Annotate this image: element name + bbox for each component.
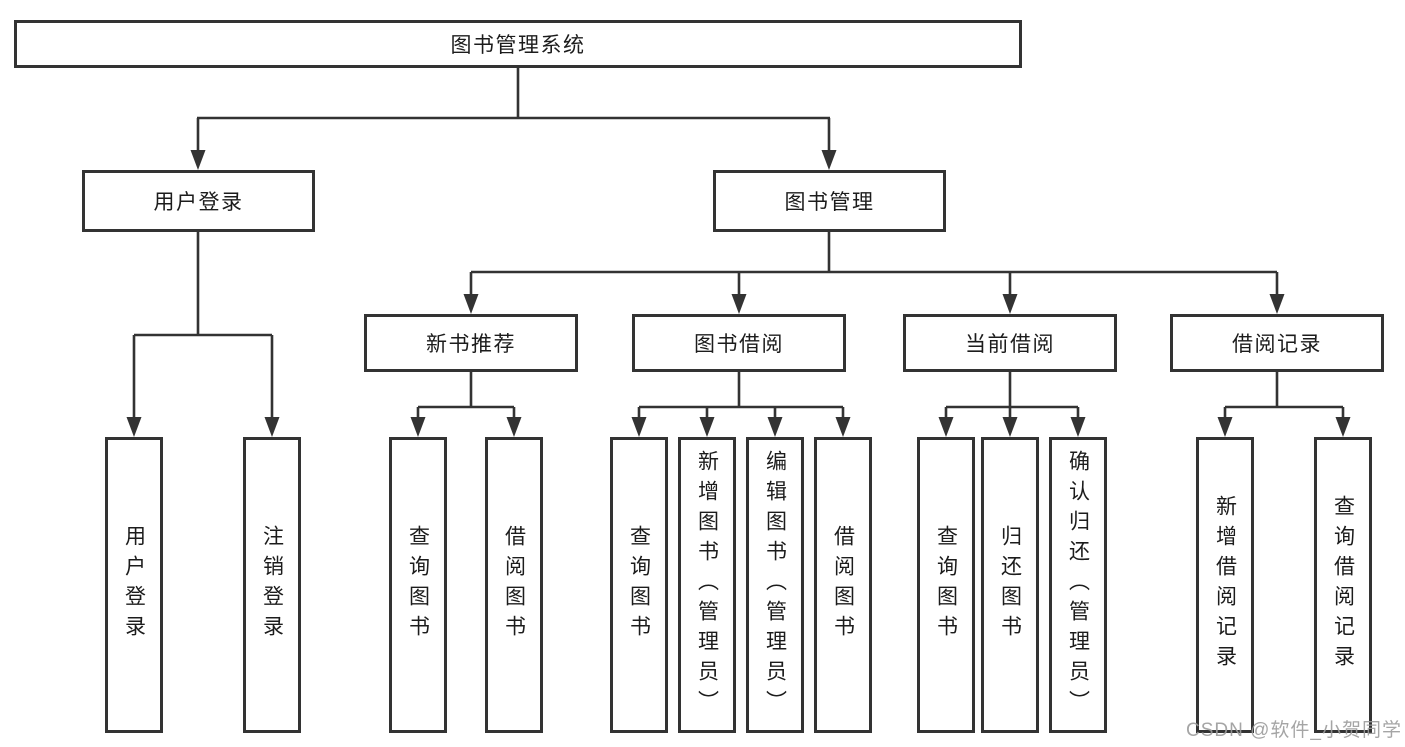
node-label: 编辑图书（管理员） xyxy=(763,450,787,720)
node-label: 借阅图书 xyxy=(502,525,526,645)
node-borrowing-records: 借阅记录 xyxy=(1170,314,1384,372)
node-label: 查询借阅记录 xyxy=(1331,495,1355,675)
node-add-books-admin: 新增图书（管理员） xyxy=(678,437,736,733)
node-label: 新增借阅记录 xyxy=(1213,495,1237,675)
node-confirm-return-admin: 确认归还（管理员） xyxy=(1049,437,1107,733)
node-new-book-recommendation: 新书推荐 xyxy=(364,314,578,372)
node-current-borrowing: 当前借阅 xyxy=(903,314,1117,372)
node-label: 图书管理系统 xyxy=(450,34,586,57)
node-label: 用户登录 xyxy=(153,191,244,214)
node-label: 新书推荐 xyxy=(426,333,516,356)
node-label: 新增图书（管理员） xyxy=(695,450,719,720)
node-label: 借阅图书 xyxy=(831,525,855,645)
node-label: 查询图书 xyxy=(627,525,651,645)
node-label: 用户登录 xyxy=(122,525,146,645)
node-label: 归还图书 xyxy=(998,525,1022,645)
csdn-watermark: CSDN @软件_小贺同学 xyxy=(1186,720,1402,741)
node-query-borrow-record: 查询借阅记录 xyxy=(1314,437,1372,733)
node-borrow-books-recommend: 借阅图书 xyxy=(485,437,543,733)
node-edit-books-admin: 编辑图书（管理员） xyxy=(746,437,804,733)
node-user-login: 用户登录 xyxy=(105,437,163,733)
node-label: 确认归还（管理员） xyxy=(1066,450,1090,720)
node-return-books: 归还图书 xyxy=(981,437,1039,733)
node-library-management-system: 图书管理系统 xyxy=(14,20,1022,68)
node-label: 图书管理 xyxy=(784,191,875,214)
node-label: 查询图书 xyxy=(934,525,958,645)
node-add-borrow-record: 新增借阅记录 xyxy=(1196,437,1254,733)
node-book-borrowing: 图书借阅 xyxy=(632,314,846,372)
node-book-management-module: 图书管理 xyxy=(713,170,946,232)
node-label: 图书借阅 xyxy=(694,333,784,356)
node-logout: 注销登录 xyxy=(243,437,301,733)
node-label: 查询图书 xyxy=(406,525,430,645)
node-label: 当前借阅 xyxy=(965,333,1055,356)
node-borrow-books: 借阅图书 xyxy=(814,437,872,733)
node-query-books-borrowing: 查询图书 xyxy=(610,437,668,733)
node-query-books-recommend: 查询图书 xyxy=(389,437,447,733)
node-user-login-module: 用户登录 xyxy=(82,170,315,232)
node-query-books-current: 查询图书 xyxy=(917,437,975,733)
node-label: 借阅记录 xyxy=(1232,333,1322,356)
node-label: 注销登录 xyxy=(260,525,284,645)
